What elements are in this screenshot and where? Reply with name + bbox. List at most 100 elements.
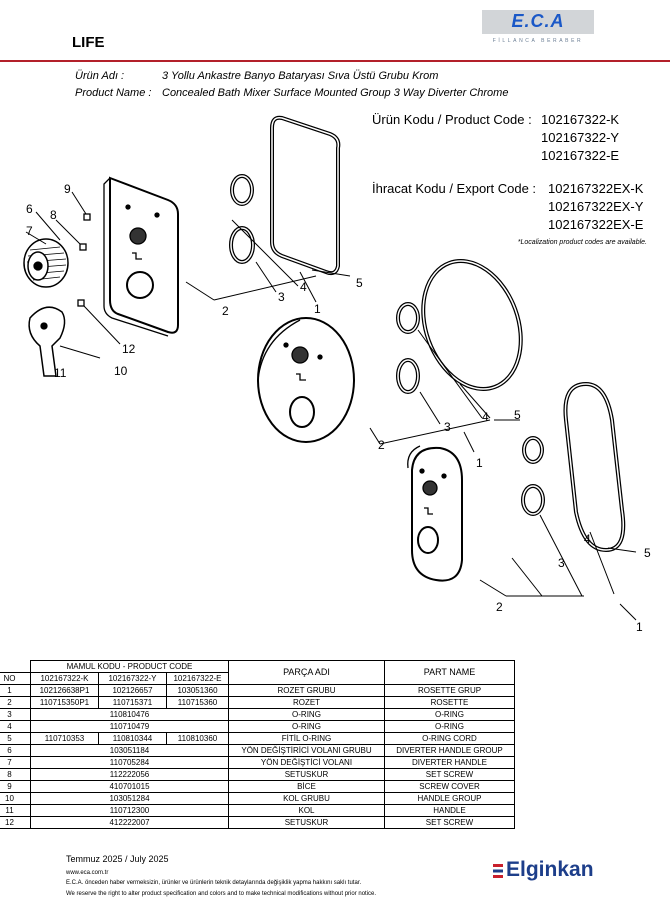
leaders-b <box>369 329 520 453</box>
row-code-y: 110715371 <box>98 696 167 709</box>
product-code-label: Ürün Kodu / Product Code : <box>372 112 532 127</box>
row-part-en: O-RING <box>384 708 515 721</box>
callout-c-2: 2 <box>496 600 503 614</box>
exploded-view-drawing <box>23 115 637 621</box>
rectangular-gasket <box>270 115 341 276</box>
row-code-k: 110710353 <box>30 732 99 745</box>
rosette-a-small-dot <box>125 204 131 210</box>
row-part-en: O-RING CORD <box>384 732 515 745</box>
rosette-c-top-hole <box>422 480 438 496</box>
row-no: 5 <box>0 732 31 745</box>
eca-logo-background <box>482 10 594 34</box>
rosette-b-top-hole <box>291 346 309 364</box>
export-code-label: İhracat Kodu / Export Code : <box>372 181 537 196</box>
set-screw-part-2 <box>77 299 85 307</box>
callout-c-4: 4 <box>584 532 591 546</box>
table-header-part-tr: PARÇA ADI <box>228 660 385 685</box>
eca-logo: E.C.A <box>511 11 565 31</box>
round-gasket <box>421 259 523 391</box>
footer-url[interactable]: www.eca.com.tr <box>66 870 109 876</box>
callout-a-2: 2 <box>222 304 229 318</box>
row-no: 7 <box>0 756 31 769</box>
row-no: 6 <box>0 744 31 757</box>
row-part-tr: KOL <box>228 804 385 817</box>
row-part-tr: YÖN DEĞİŞTİRİCİ VOLANI GRUBU <box>228 744 385 757</box>
rosette-a-symbol <box>132 252 142 260</box>
row-part-tr: O-RING <box>228 708 385 721</box>
page-title: LIFE <box>72 34 105 51</box>
table-row: 1 102126638P1 102126657 103051360 ROZET … <box>0 684 515 697</box>
callout-b-4: 4 <box>482 410 489 424</box>
table-header-code-k: 102167322-K <box>30 672 99 685</box>
row-no: 3 <box>0 708 31 721</box>
product-name-label-tr: Ürün Adı : <box>75 70 125 82</box>
row-part-tr: FİTİL O-RING <box>228 732 385 745</box>
callout-a-3: 3 <box>278 290 285 304</box>
rosette-a-top-hole <box>129 227 147 245</box>
callout-a-4: 4 <box>300 280 307 294</box>
row-part-tr: KOL GRUBU <box>228 792 385 805</box>
table-row: 7 110705284 YÖN DEĞİŞTİCİ VOLANI DIVERTE… <box>0 756 515 769</box>
row-code-y: 102126657 <box>98 684 167 697</box>
callout-12: 12 <box>122 342 136 356</box>
table-header-part-en: PART NAME <box>384 660 515 685</box>
export-code-k: 102167322EX-K <box>548 181 644 196</box>
round-rosette-side <box>257 319 301 381</box>
row-part-tr: ROZET GRUBU <box>228 684 385 697</box>
callout-10: 10 <box>114 364 128 378</box>
callout-9: 9 <box>64 182 71 196</box>
row-part-tr: ROZET <box>228 696 385 709</box>
row-code-all: 110810476 <box>30 708 229 721</box>
footer-disclaimer-tr: E.C.A. önceden haber vermeksizin, ürünle… <box>66 880 362 886</box>
table-header-row: MAMUL KODU - PRODUCT CODE PARÇA ADI PART… <box>0 660 515 685</box>
row-no: 4 <box>0 720 31 733</box>
row-no: 9 <box>0 780 31 793</box>
callout-a-1: 1 <box>314 302 321 316</box>
row-code-k: 110715350P1 <box>30 696 99 709</box>
rectangular-rosette-plate <box>109 176 179 334</box>
footer-disclaimer-en: We reserve the right to alter product sp… <box>66 891 377 897</box>
row-part-en: HANDLE <box>384 804 515 817</box>
row-part-en: HANDLE GROUP <box>384 792 515 805</box>
callout-c-3: 3 <box>558 556 565 570</box>
localization-note: *Localization product codes are availabl… <box>517 239 647 246</box>
table-header-code-y: 102167322-Y <box>98 672 167 685</box>
table-header-code-e: 102167322-E <box>166 672 229 685</box>
row-part-tr: SETUSKUR <box>228 816 385 829</box>
callout-b-1: 1 <box>476 456 483 470</box>
oval-gasket <box>563 381 626 553</box>
table-row: 4 110710479 O-RING O-RING <box>0 720 515 733</box>
product-name-label-en: Product Name : <box>75 87 152 99</box>
row-no: 8 <box>0 768 31 781</box>
set-screw-part <box>79 243 87 251</box>
table-header-blank <box>0 660 31 673</box>
lever-handle <box>28 306 66 377</box>
table-row: 8 112222056 SETUSKUR SET SCREW <box>0 768 515 781</box>
row-code-e: 110810360 <box>166 732 229 745</box>
row-no: 12 <box>0 816 31 829</box>
callout-b-3: 3 <box>444 420 451 434</box>
eca-logo-subtitle: FİLLANCA BERABER <box>492 38 584 44</box>
row-code-e: 110715360 <box>166 696 229 709</box>
row-code-all: 103051184 <box>30 744 229 757</box>
elginkan-brand: Elginkan <box>506 858 594 881</box>
rosette-b-bottom-hole <box>289 396 315 428</box>
rectangular-rosette-side <box>103 177 169 337</box>
table-row: 11 110712300 KOL HANDLE <box>0 804 515 817</box>
product-code-y: 102167322-Y <box>541 130 620 145</box>
rosette-c-bottom-hole <box>417 526 439 554</box>
oval-rosette-plate <box>411 446 463 582</box>
callout-6: 6 <box>26 202 33 216</box>
table-row: 2 110715350P1 110715371 110715360 ROZET … <box>0 696 515 709</box>
row-part-en: DIVERTER HANDLE <box>384 756 515 769</box>
row-part-tr: SETUSKUR <box>228 768 385 781</box>
callout-a-5: 5 <box>356 276 363 290</box>
row-no: 10 <box>0 792 31 805</box>
table-header-no: NO <box>0 672 31 685</box>
product-code-k: 102167322-K <box>541 112 620 127</box>
rosette-a-bottom-hole <box>126 271 154 299</box>
screw-cover-part <box>83 213 91 221</box>
footer-date: Temmuz 2025 / July 2025 <box>66 854 169 864</box>
row-code-all: 410701015 <box>30 780 229 793</box>
row-part-tr: BİCE <box>228 780 385 793</box>
